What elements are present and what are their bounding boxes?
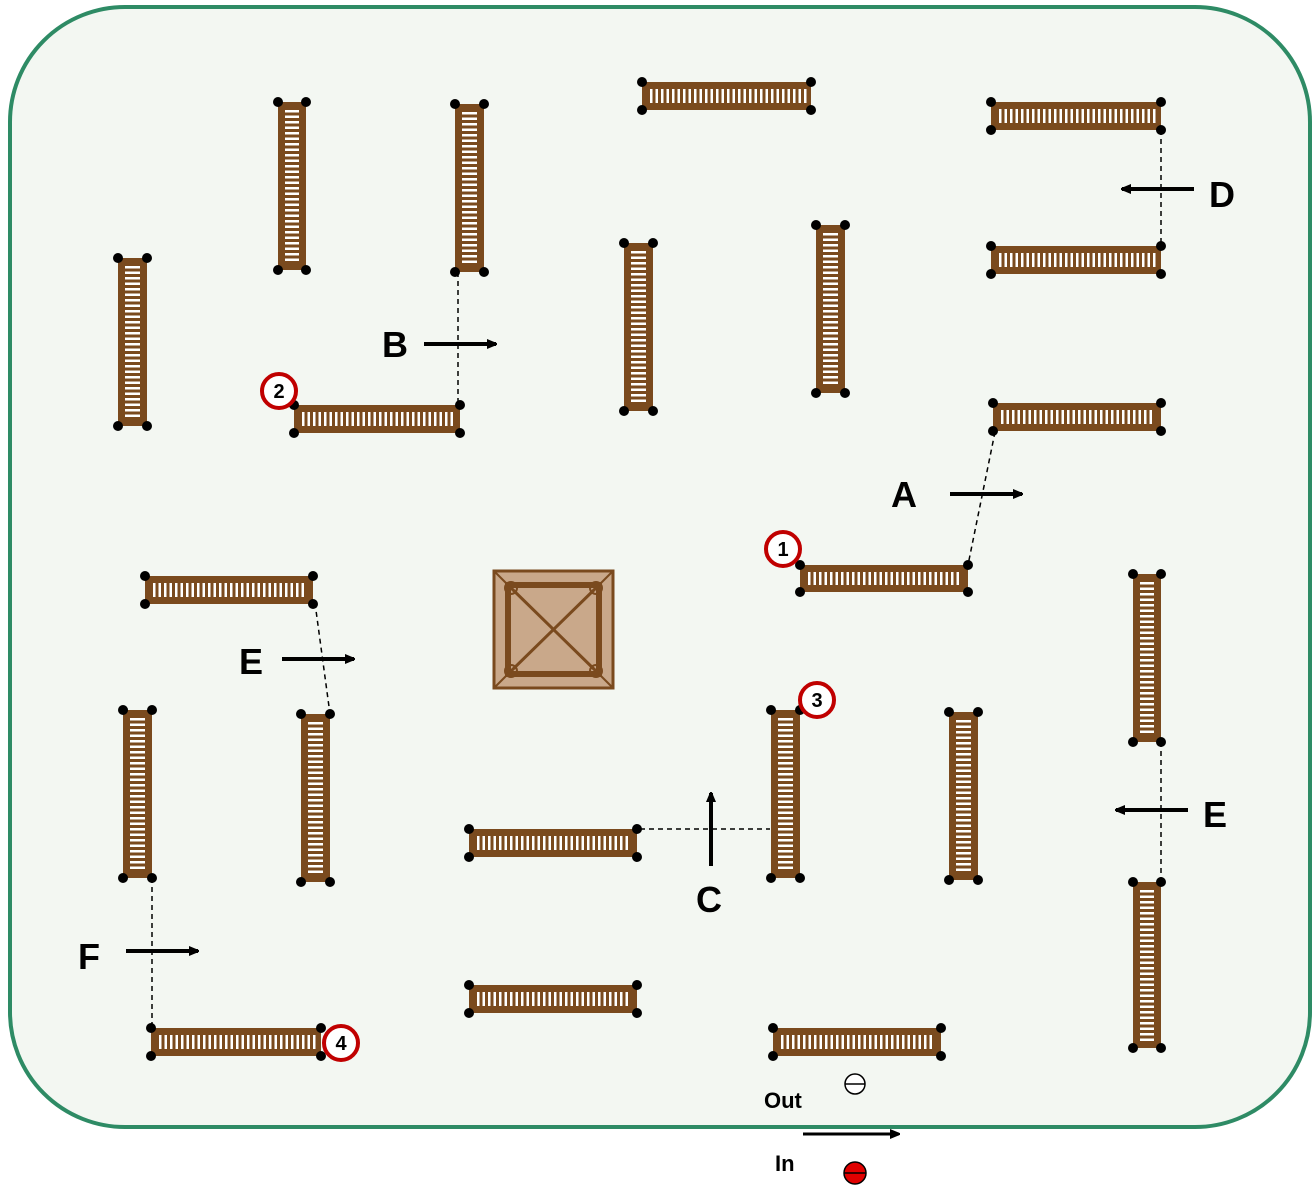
ladder-obstacle [766,705,805,883]
svg-text:4: 4 [335,1033,347,1055]
marker-1: 1 [764,530,802,568]
ladder-obstacle [795,560,973,597]
direction-arrows [126,189,1194,1134]
ladder-obstacle [146,1023,326,1061]
gate-label-e-right: E [1203,794,1227,835]
minus-circle-icon [844,1073,866,1095]
marker-4: 4 [322,1024,360,1062]
ladder-obstacle [986,97,1166,135]
ladder-obstacle [637,77,816,115]
svg-text:2: 2 [273,381,284,403]
svg-text:1: 1 [777,539,788,561]
ladder-obstacle [140,571,318,609]
out-label: Out [764,1088,803,1113]
ladders [113,77,1166,1061]
ladder-obstacle [988,398,1166,436]
ladder-obstacle [619,238,658,416]
ladder-obstacle [464,980,642,1018]
gate-label-e-left: E [239,641,263,682]
ladder-obstacle [296,709,335,887]
ladder-obstacle [464,824,642,862]
ladder-obstacle [273,97,311,275]
marker-2: 2 [260,372,298,410]
ladder-obstacle [811,220,850,398]
ladder-obstacle [768,1023,946,1061]
gate-label-b: B [382,324,408,365]
ladder-obstacle [986,241,1166,279]
ladder-obstacle [944,707,983,885]
box-obstacle [492,569,615,690]
svg-text:3: 3 [811,690,822,712]
in-label: In [775,1151,795,1176]
course-boundary [8,5,1312,1129]
marker-3: 3 [798,681,836,719]
ladder-obstacle [118,705,157,883]
ladder-obstacle [1128,877,1166,1053]
red-minus-circle-icon [843,1161,867,1185]
gate-label-f: F [78,936,100,977]
ladder-obstacle [113,253,152,431]
gate-label-c: C [696,879,722,920]
ladder-obstacle [289,400,465,438]
ladder-obstacle [450,99,489,277]
ladder-obstacle [1128,569,1166,747]
gate-label-d: D [1209,174,1235,215]
gate-label-a: A [891,474,917,515]
gate-line-a [967,431,996,566]
